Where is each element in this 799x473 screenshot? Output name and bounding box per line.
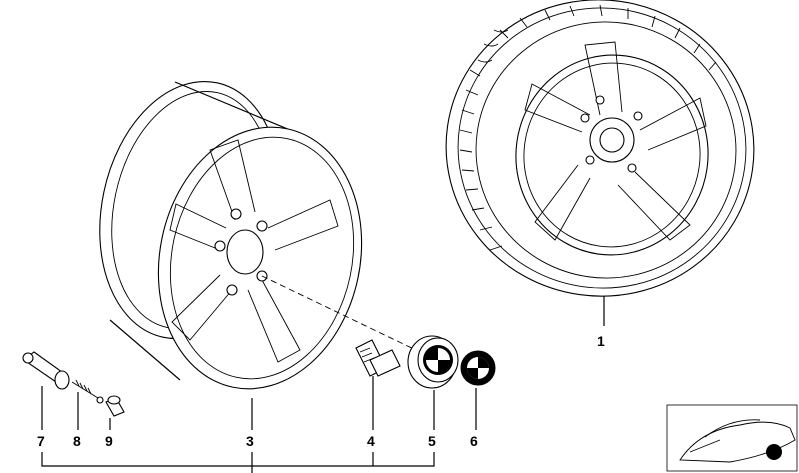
callout-6: 6	[470, 433, 478, 449]
callout-7: 7	[37, 433, 45, 449]
callout-9: 9	[105, 433, 113, 449]
tire-wheel-assembly	[445, 0, 755, 297]
callout-4: 4	[367, 433, 375, 449]
alloy-rim	[99, 80, 421, 390]
callout-3: 3	[246, 433, 254, 449]
callout-8: 8	[73, 433, 81, 449]
emblem	[460, 350, 496, 386]
callout-5: 5	[428, 433, 436, 449]
tire-valve	[22, 351, 70, 390]
valve-cap	[105, 395, 125, 417]
wheel-bolt	[355, 339, 401, 377]
leader-lines	[41, 296, 605, 473]
valve-core	[71, 379, 104, 404]
callout-1: 1	[597, 333, 605, 349]
car-thumbnail	[666, 404, 798, 472]
hub-cap	[407, 335, 459, 389]
